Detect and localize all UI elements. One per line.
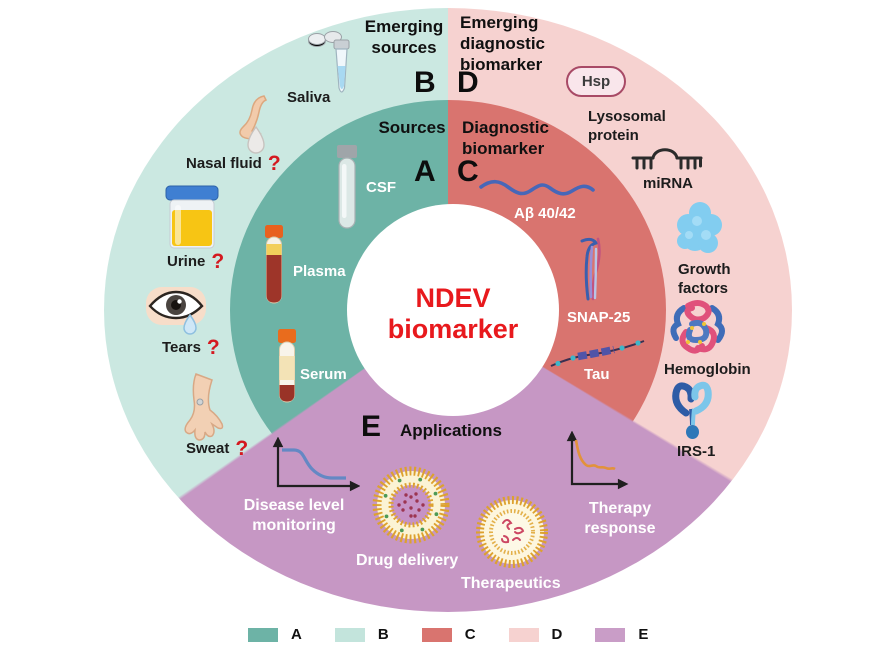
plasma-tube-icon: [265, 225, 283, 304]
section-b-title: Emerging sources: [348, 16, 460, 58]
nose-droplet-icon: [239, 95, 268, 154]
legend: A B C D E: [248, 626, 681, 643]
growth-factors-line1: Growth: [678, 261, 731, 278]
saliva-tube-icon: [308, 31, 350, 93]
therapeutics-label: Therapeutics: [461, 575, 561, 592]
diagram-title: NDEV biomarker: [347, 283, 559, 345]
section-d-title-line2: diagnostic: [460, 34, 546, 53]
plasma-label: Plasma: [293, 263, 346, 280]
therapy-response-label: Therapy response: [578, 499, 662, 539]
growth-factor-blob-icon: [677, 202, 722, 253]
nasal-fluid-label: Nasal fluid: [186, 155, 262, 172]
section-a-title: Sources: [378, 118, 446, 137]
amyloid-wave-icon: [479, 179, 595, 196]
urine-label-row: Urine ?: [167, 251, 224, 272]
hsp-capsule: Hsp: [566, 66, 626, 97]
legend-item-c: C: [421, 626, 476, 643]
section-c-title: Diagnostic biomarker: [462, 117, 549, 159]
sweat-label-row: Sweat ?: [186, 438, 248, 459]
irs1-receptor-icon: [672, 381, 712, 439]
lysosomal-protein-line2: protein: [588, 127, 639, 144]
growth-factors-line2: factors: [678, 280, 729, 297]
urine-question-mark: ?: [211, 250, 225, 273]
sweat-question-mark: ?: [235, 437, 249, 460]
disease-level-monitoring-line2: monitoring: [252, 517, 336, 534]
legend-item-a: A: [248, 626, 302, 643]
abeta-label: Aβ 40/42: [514, 205, 576, 222]
section-c-title-line1: Diagnostic: [462, 118, 549, 137]
tau-label: Tau: [584, 366, 610, 383]
section-b-title-line2: sources: [371, 38, 437, 57]
snap25-protein-icon: [580, 237, 601, 301]
section-c-title-line2: biomarker: [462, 139, 545, 158]
legend-swatch-d: [508, 627, 539, 642]
diagram-title-line1: NDEV: [415, 283, 491, 313]
mirna-hairpin-icon: [631, 148, 703, 170]
disease-level-monitoring-line1: Disease level: [243, 497, 345, 514]
drug-delivery-label: Drug delivery: [356, 552, 459, 569]
legend-item-d: D: [508, 626, 563, 643]
section-e-title: Applications: [400, 421, 503, 440]
irs1-label: IRS-1: [677, 443, 716, 460]
urine-container-icon: [165, 185, 219, 249]
legend-swatch-e: [595, 627, 626, 642]
legend-swatch-b: [334, 627, 365, 642]
nasal-fluid-question-mark: ?: [267, 152, 281, 175]
hsp-label: Hsp: [581, 73, 611, 90]
legend-label-e: E: [638, 626, 649, 643]
serum-tube-icon: [278, 329, 296, 403]
legend-label-a: A: [291, 626, 302, 643]
legend-swatch-a: [248, 627, 278, 642]
legend-label-d: D: [551, 626, 563, 643]
snap25-label: SNAP-25: [567, 309, 631, 326]
section-c-letter: C: [457, 155, 479, 188]
serum-label: Serum: [300, 366, 347, 383]
arm-icon: [184, 373, 224, 441]
growth-factors-label: Growth factors: [678, 260, 731, 298]
section-d-title-line3: biomarker: [460, 55, 543, 74]
center-circle: [347, 204, 559, 416]
legend-label-b: B: [377, 626, 389, 643]
saliva-label: Saliva: [287, 89, 331, 106]
csf-tube-icon: [337, 145, 357, 229]
section-b-letter: B: [414, 66, 436, 99]
eye-tear-icon: [146, 287, 206, 335]
section-d-letter: D: [457, 66, 479, 99]
tears-question-mark: ?: [206, 336, 220, 359]
section-d-title-line1: Emerging: [460, 13, 539, 32]
legend-item-b: B: [334, 626, 389, 643]
legend-label-c: C: [464, 626, 476, 643]
urine-label: Urine: [167, 253, 206, 270]
hemoglobin-tangle-icon: [670, 300, 725, 354]
section-b-title-line1: Emerging: [364, 17, 444, 36]
therapy-response-line1: Therapy: [588, 500, 652, 517]
sweat-label: Sweat: [186, 440, 230, 457]
tears-label: Tears: [162, 339, 201, 356]
csf-label: CSF: [366, 179, 396, 196]
section-e-letter: E: [361, 410, 382, 443]
disease-monitoring-chart-icon: [272, 437, 360, 492]
drug-delivery-liposome-icon: [372, 466, 450, 544]
legend-item-e: E: [595, 626, 648, 643]
hemoglobin-label: Hemoglobin: [664, 361, 751, 378]
legend-swatch-c: [421, 627, 452, 642]
tears-label-row: Tears ?: [162, 337, 220, 358]
section-d-title: Emerging diagnostic biomarker: [460, 12, 545, 75]
tau-protein-icon: [550, 340, 645, 367]
therapy-response-line2: response: [584, 520, 656, 537]
diagram-title-line2: biomarker: [387, 314, 519, 344]
mirna-label: miRNA: [643, 175, 694, 192]
disease-level-monitoring-label: Disease level monitoring: [238, 496, 350, 536]
nasal-fluid-label-row: Nasal fluid ?: [186, 153, 281, 174]
therapeutics-liposome-icon: [476, 496, 548, 568]
section-a-letter: A: [414, 155, 436, 188]
lysosomal-protein-label: Lysosomal protein: [588, 107, 666, 145]
therapy-response-chart-icon: [566, 431, 629, 490]
lysosomal-protein-line1: Lysosomal: [588, 108, 666, 125]
